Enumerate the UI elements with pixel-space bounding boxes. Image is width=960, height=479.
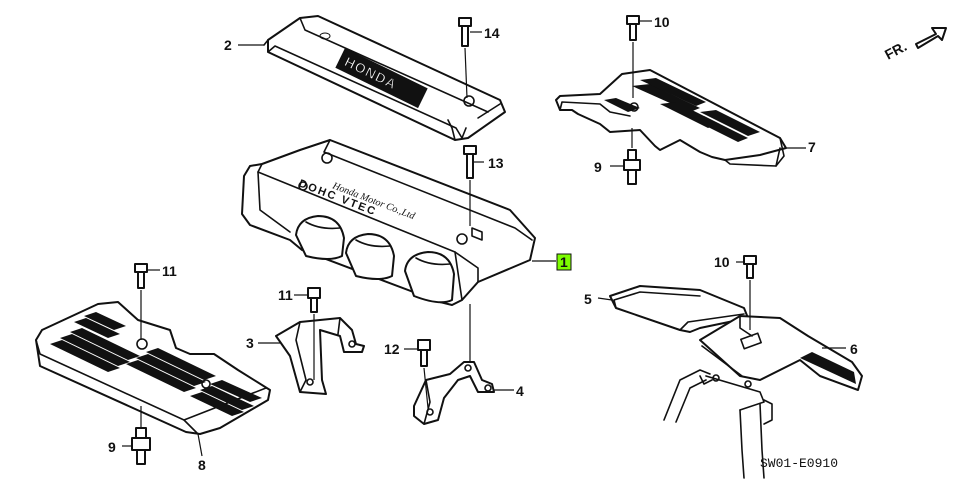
part-3-bracket: [275, 317, 365, 395]
callout-3: 3: [246, 335, 254, 351]
bolt-10-lower: [134, 263, 160, 340]
direction-label: FR.: [882, 38, 909, 63]
part-5-duct: [609, 285, 749, 333]
callout-11-right: 12: [384, 341, 400, 357]
callout-9-lower: 9: [108, 439, 116, 455]
callout-1-highlight: [556, 253, 572, 271]
cover-bulge: [295, 215, 455, 304]
bolt-11-right: [404, 339, 431, 409]
callout-2: 2: [224, 37, 232, 53]
callout-7: 7: [808, 139, 816, 155]
part-1-engine-cover: DOHC VTEC Honda Motor Co.,Ltd: [241, 139, 536, 306]
bolt-13: [463, 145, 484, 226]
engine-frame-outline: [663, 369, 773, 479]
lower-plate-ribs: [50, 312, 262, 416]
bolt-11-left: [294, 287, 321, 380]
callout-11-left: 11: [278, 287, 293, 303]
part-6-holder: [699, 315, 863, 391]
bolt-10-upper: [626, 15, 652, 98]
callout-1: 1: [560, 254, 568, 270]
callout-10-upper: 10: [654, 14, 670, 30]
callout-8: 8: [198, 457, 206, 473]
callout-14: 14: [484, 25, 500, 41]
plate-ribs: [604, 78, 760, 142]
part-8-lower-plate: [35, 301, 271, 435]
callout-13: 13: [488, 155, 504, 171]
bolt-12: [736, 255, 757, 330]
callout-4: 4: [516, 383, 524, 399]
stud-9-lower: [122, 406, 151, 465]
callout-10-lower: 11: [162, 263, 177, 279]
callout-12: 10: [714, 254, 730, 270]
front-direction-arrow: [915, 27, 947, 49]
part-2-upper-cover: HONDA: [263, 15, 506, 141]
callout-9-upper: 9: [594, 159, 602, 175]
bolt-14: [458, 17, 482, 99]
part-4-bracket: [413, 361, 495, 425]
part-7-side-plate: [555, 69, 787, 167]
diagram-code: SW01-E0910: [760, 456, 838, 471]
callout-6: 6: [850, 341, 858, 357]
callout-5: 5: [584, 291, 592, 307]
stud-9-upper: [610, 128, 641, 185]
